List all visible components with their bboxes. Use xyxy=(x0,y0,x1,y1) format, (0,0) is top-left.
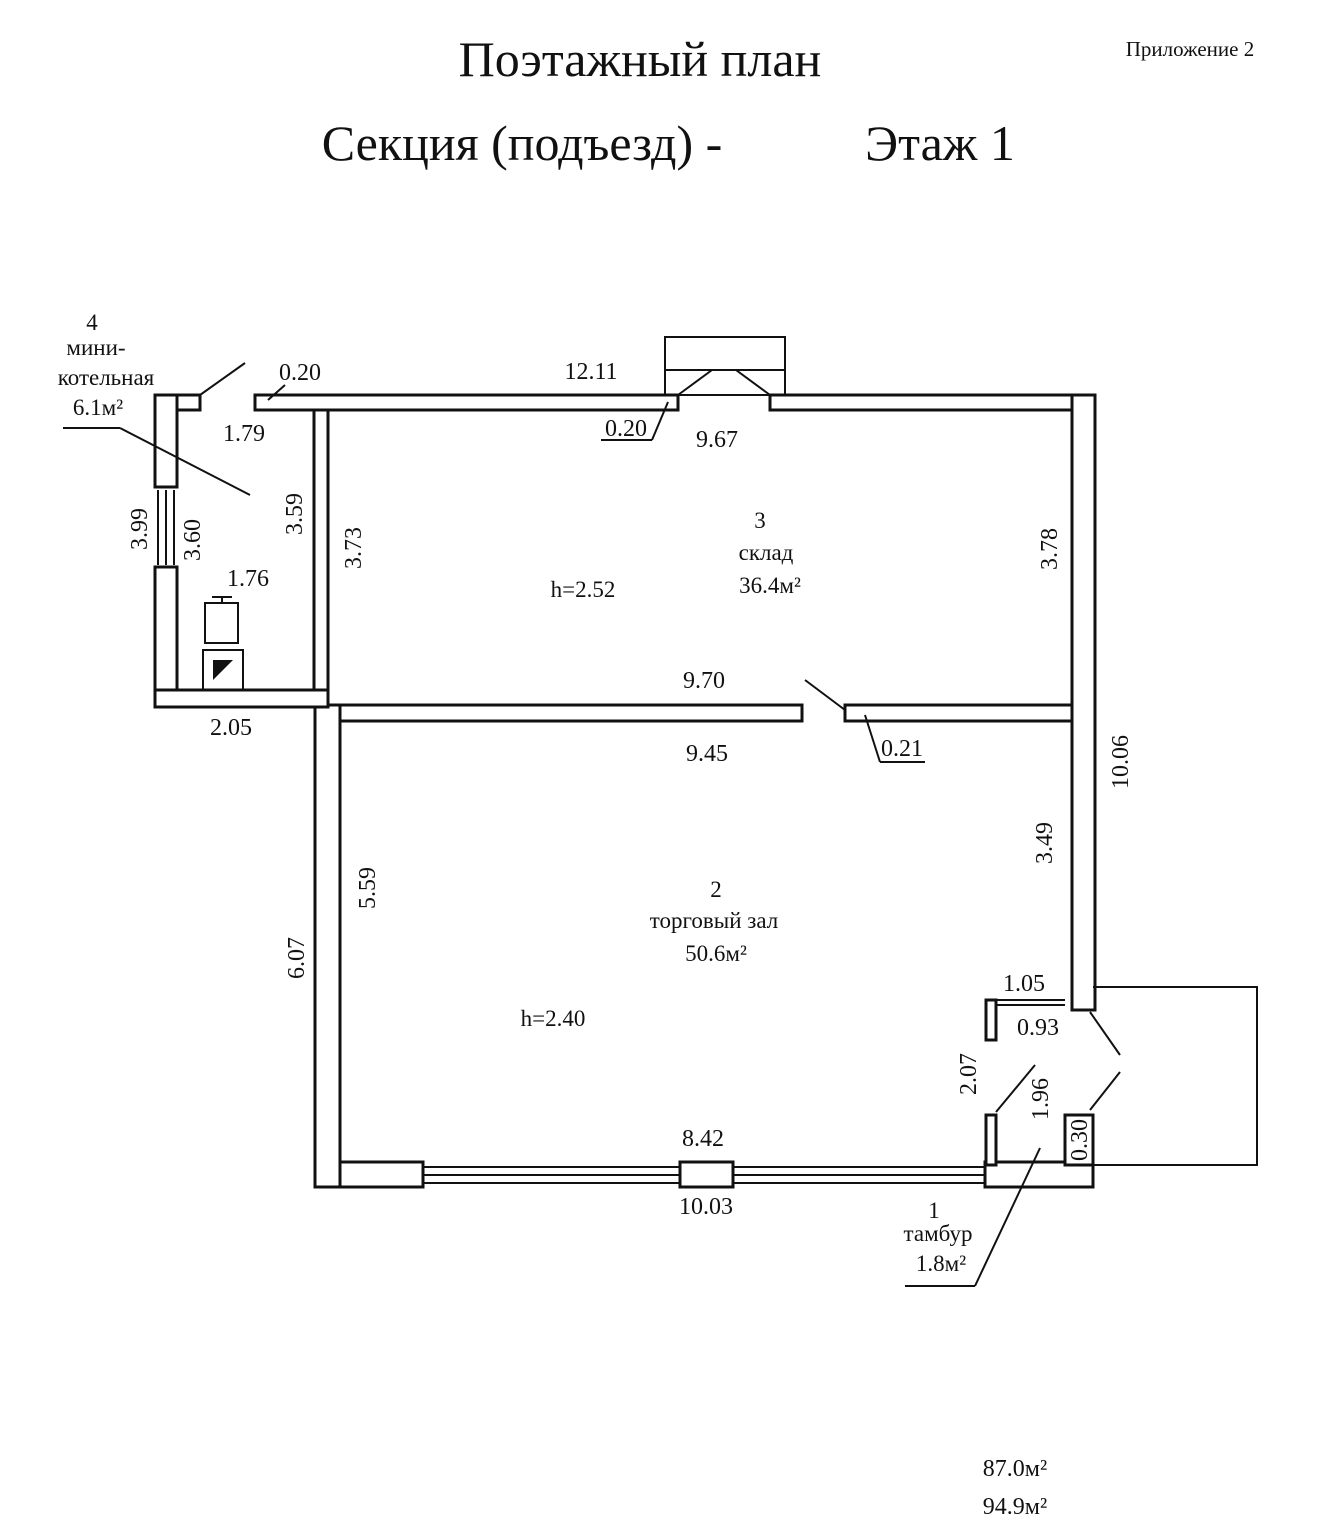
hall-height: h=2.40 xyxy=(521,1006,586,1031)
dim-vestibule-top: 1.05 xyxy=(1003,971,1045,997)
dim-vestibule-wall: 0.30 xyxy=(1067,1119,1093,1161)
porch xyxy=(1093,986,1258,1166)
wall-vestibule-left-upper xyxy=(984,998,998,1042)
total-area-1: 87.0м² xyxy=(983,1456,1047,1482)
hall-area: 50.6м² xyxy=(685,941,747,966)
wall-vestibule-left-lower xyxy=(984,1113,998,1167)
storage-area: 36.4м² xyxy=(739,573,801,598)
wall-storage-left xyxy=(312,408,330,700)
dim-hall-right: 3.49 xyxy=(1032,822,1058,864)
boiler-area: 6.1м² xyxy=(73,395,123,420)
dim-wall-top-door: 0.20 xyxy=(605,416,647,442)
dim-bottom-outer: 10.03 xyxy=(679,1194,733,1220)
dim-vestibule-left: 2.07 xyxy=(956,1053,982,1095)
vestibule-area: 1.8м² xyxy=(916,1251,966,1276)
hall-number: 2 xyxy=(710,877,722,902)
page-title: Поэтажный план xyxy=(459,31,822,87)
dim-boiler-width: 1.79 xyxy=(223,421,265,447)
wall-boiler-left-upper xyxy=(153,393,179,489)
dim-hall-left-inner: 5.59 xyxy=(355,867,381,909)
boiler-name-1: мини- xyxy=(66,335,125,360)
vestibule-number: 1 xyxy=(928,1198,940,1223)
dim-storage-top: 9.67 xyxy=(696,427,738,453)
floor-label: Этаж 1 xyxy=(865,115,1015,171)
door-storage xyxy=(804,679,846,711)
doors xyxy=(199,336,1258,1166)
dim-storage-right: 3.78 xyxy=(1037,528,1063,570)
leaders xyxy=(63,384,1041,1287)
dim-boiler-bottom: 2.05 xyxy=(210,715,252,741)
partition-right xyxy=(843,703,1074,723)
wall-boiler-bottom xyxy=(153,688,330,709)
door-niche-top xyxy=(664,336,786,396)
boiler-equipment xyxy=(202,596,244,691)
wall-top-right xyxy=(768,393,1097,412)
dim-hall-bottom: 8.42 xyxy=(682,1126,724,1152)
storage-height: h=2.52 xyxy=(551,577,616,602)
boiler-number: 4 xyxy=(86,310,98,335)
vestibule-name: тамбур xyxy=(904,1221,973,1246)
dim-hall-top: 9.45 xyxy=(686,741,728,767)
dim-wall-top-left: 0.20 xyxy=(279,360,321,386)
wall-boiler-left-lower xyxy=(153,565,179,709)
wall-right xyxy=(1070,393,1097,1012)
dim-boiler-outer-h: 3.99 xyxy=(127,508,153,550)
walls xyxy=(153,393,1097,1189)
wall-top-left xyxy=(253,393,680,412)
windows xyxy=(157,490,1065,1184)
hall-name: торговый зал xyxy=(650,908,778,933)
boiler-tank-icon xyxy=(204,602,239,644)
dim-right-outer: 10.06 xyxy=(1108,735,1134,789)
door-vestibule xyxy=(995,1064,1036,1113)
door-boiler xyxy=(199,362,246,396)
dim-vestibule-inner: 0.93 xyxy=(1017,1015,1059,1041)
dim-boiler-inner-h: 3.60 xyxy=(180,519,206,561)
dim-boiler-misc: 1.76 xyxy=(227,566,269,592)
dim-top-outer: 12.11 xyxy=(564,359,617,385)
door-entry-outer xyxy=(1089,1011,1121,1056)
dim-storage-bottom: 9.70 xyxy=(683,668,725,694)
total-area-2: 94.9м² xyxy=(983,1494,1047,1520)
dim-boiler-right: 3.59 xyxy=(282,493,308,535)
storage-number: 3 xyxy=(754,508,766,533)
storage-name: склад xyxy=(739,540,794,565)
wall-bottom-left xyxy=(338,1160,425,1189)
boiler-name-2: котельная xyxy=(58,365,155,390)
door-entry-inner xyxy=(1089,1071,1121,1111)
dim-hall-left-outer: 6.07 xyxy=(284,937,310,979)
dim-vestibule-right: 1.96 xyxy=(1028,1078,1054,1120)
boiler-unit-icon xyxy=(202,649,244,691)
section-label: Секция (подъезд) - xyxy=(322,115,723,171)
wall-hall-left xyxy=(313,703,342,1189)
dim-partition: 0.21 xyxy=(881,736,923,762)
wall-bottom-pier xyxy=(678,1160,735,1189)
wall-vestibule-right xyxy=(1063,1113,1095,1167)
dim-storage-left: 3.73 xyxy=(341,527,367,569)
partition-left xyxy=(326,703,804,723)
appendix-label: Приложение 2 xyxy=(1126,37,1254,61)
